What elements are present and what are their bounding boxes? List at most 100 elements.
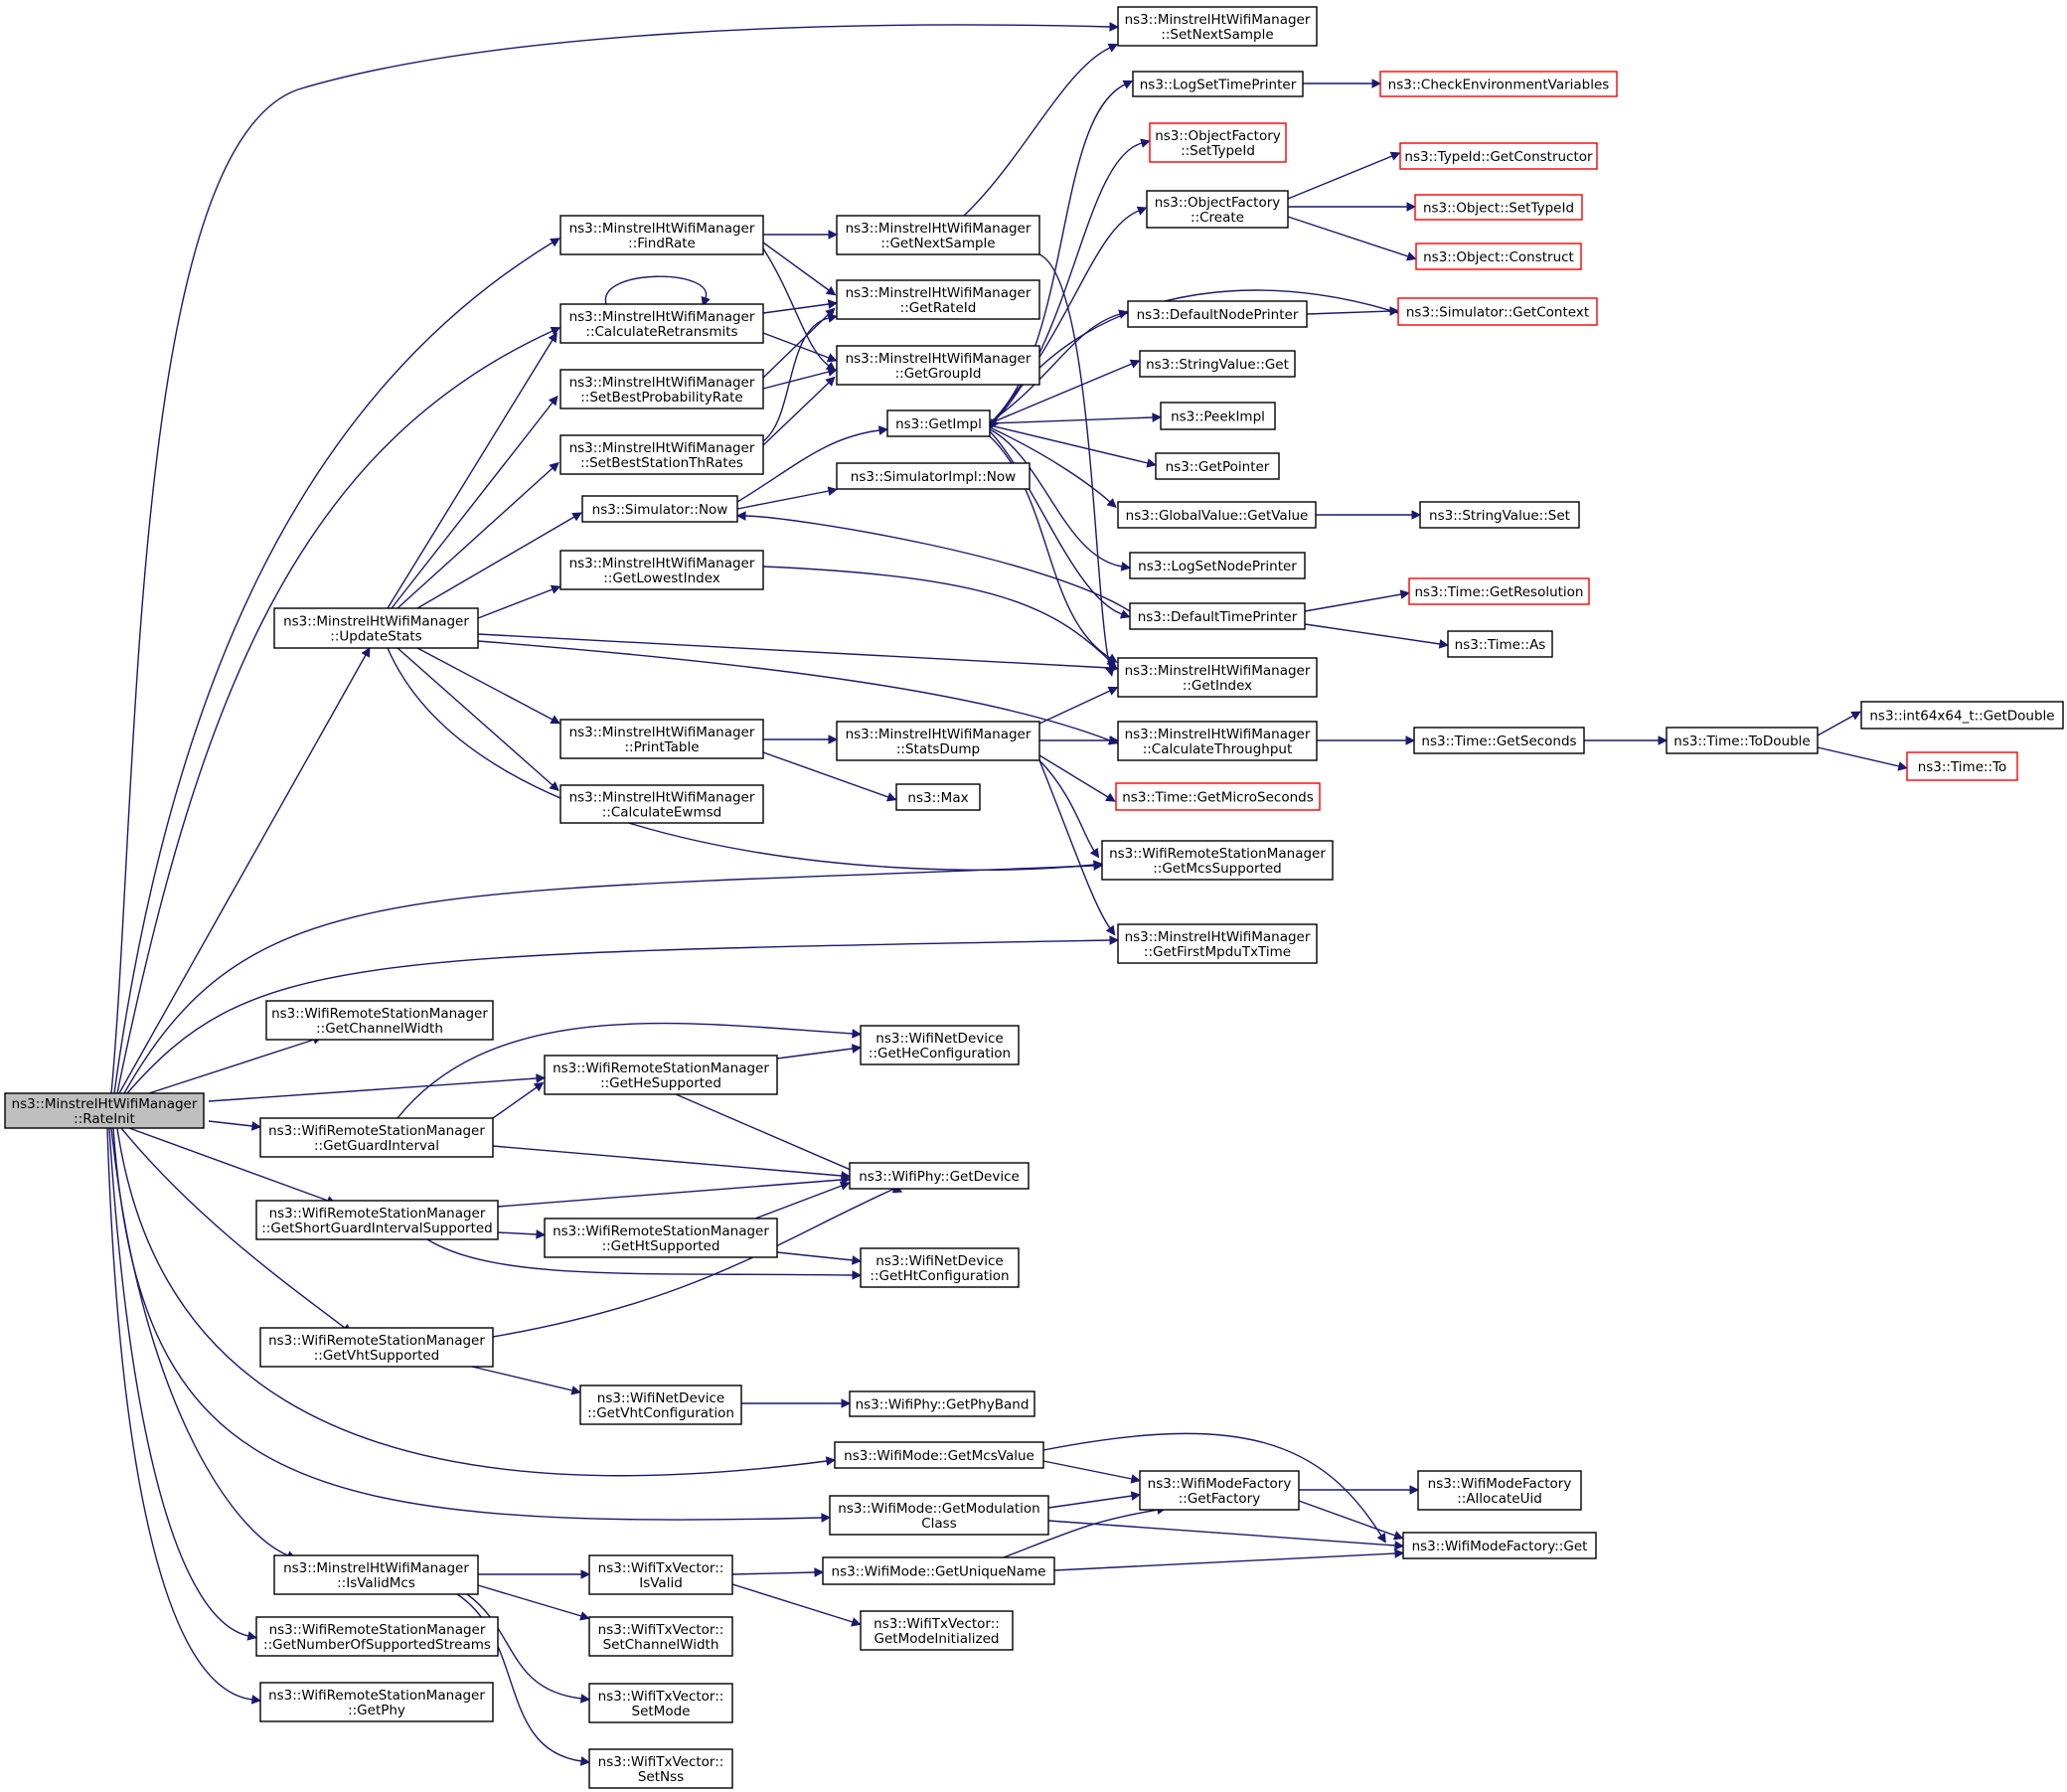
- node-printtable[interactable]: ns3::MinstrelHtWifiManager::PrintTable: [559, 719, 764, 759]
- node-obj_construct[interactable]: ns3::Object::Construct: [1415, 243, 1582, 270]
- node-setnextsample[interactable]: ns3::MinstrelHtWifiManager::SetNextSampl…: [1117, 6, 1318, 47]
- node-box[interactable]: [1139, 350, 1296, 378]
- node-txv_setnss[interactable]: ns3::WifiTxVector::SetNss: [588, 1748, 733, 1789]
- node-getfirstmpdu[interactable]: ns3::MinstrelHtWifiManager::GetFirstMpdu…: [1117, 923, 1318, 964]
- node-calcretransmits[interactable]: ns3::MinstrelHtWifiManager::CalculateRet…: [559, 303, 764, 344]
- node-box[interactable]: [1117, 923, 1318, 964]
- node-nd_gethtconfig[interactable]: ns3::WifiNetDevice::GetHtConfiguration: [860, 1247, 1020, 1288]
- node-box[interactable]: [588, 1554, 733, 1595]
- node-box[interactable]: [829, 1495, 1049, 1536]
- node-box[interactable]: [1117, 721, 1318, 761]
- node-setbeststation[interactable]: ns3::MinstrelHtWifiManager::SetBestStati…: [559, 434, 764, 475]
- node-getlowestindex[interactable]: ns3::MinstrelHtWifiManager::GetLowestInd…: [559, 550, 764, 590]
- node-box[interactable]: [860, 1610, 1014, 1651]
- node-box[interactable]: [588, 1748, 733, 1789]
- node-box[interactable]: [886, 409, 991, 437]
- node-findrate[interactable]: ns3::MinstrelHtWifiManager::FindRate: [559, 215, 764, 255]
- node-box[interactable]: [1117, 657, 1318, 698]
- node-box[interactable]: [1860, 701, 2064, 730]
- node-box[interactable]: [1117, 6, 1318, 47]
- node-time_as[interactable]: ns3::Time::As: [1447, 630, 1553, 658]
- node-box[interactable]: [259, 1327, 494, 1368]
- node-box[interactable]: [836, 345, 1040, 386]
- node-box[interactable]: [1397, 297, 1598, 326]
- node-box[interactable]: [1414, 194, 1583, 221]
- node-box[interactable]: [1129, 552, 1306, 579]
- node-gethtsupported[interactable]: ns3::WifiRemoteStationManager::GetHtSupp…: [544, 1218, 778, 1258]
- node-box[interactable]: [1149, 122, 1287, 163]
- node-box[interactable]: [849, 1162, 1030, 1190]
- node-box[interactable]: [559, 784, 764, 824]
- node-logsettimeprinter[interactable]: ns3::LogSetTimePrinter: [1132, 71, 1304, 97]
- node-getgroupid[interactable]: ns3::MinstrelHtWifiManager::GetGroupId: [836, 345, 1040, 386]
- node-isvalidmcs[interactable]: ns3::MinstrelHtWifiManager::IsValidMcs: [273, 1554, 479, 1595]
- node-setbestprob[interactable]: ns3::MinstrelHtWifiManager::SetBestProba…: [559, 369, 764, 409]
- node-box[interactable]: [1417, 1470, 1582, 1511]
- node-box[interactable]: [860, 1247, 1020, 1288]
- node-box[interactable]: [259, 1117, 494, 1158]
- node-time_todouble[interactable]: ns3::Time::ToDouble: [1666, 727, 1819, 754]
- node-getvhtsupported[interactable]: ns3::WifiRemoteStationManager::GetVhtSup…: [259, 1327, 494, 1368]
- node-nd_getheconfig[interactable]: ns3::WifiNetDevice::GetHeConfiguration: [860, 1025, 1020, 1065]
- node-mode_getuniquename[interactable]: ns3::WifiMode::GetUniqueName: [822, 1556, 1055, 1585]
- node-peekimpl[interactable]: ns3::PeekImpl: [1160, 402, 1276, 430]
- node-box[interactable]: [255, 1616, 499, 1657]
- node-box[interactable]: [588, 1683, 733, 1723]
- node-getindex[interactable]: ns3::MinstrelHtWifiManager::GetIndex: [1117, 657, 1318, 698]
- node-txv_setchannelwidth[interactable]: ns3::WifiTxVector::SetChannelWidth: [588, 1616, 733, 1657]
- node-box[interactable]: [1447, 630, 1553, 658]
- node-box[interactable]: [1127, 300, 1308, 328]
- node-logsetnodeprinter[interactable]: ns3::LogSetNodePrinter: [1129, 552, 1306, 579]
- node-box[interactable]: [1413, 727, 1585, 754]
- node-gv_getvalue[interactable]: ns3::GlobalValue::GetValue: [1117, 501, 1317, 529]
- node-getheSupported[interactable]: ns3::WifiRemoteStationManager::GetHeSupp…: [544, 1055, 778, 1095]
- node-box[interactable]: [544, 1055, 778, 1095]
- node-box[interactable]: [1408, 577, 1590, 605]
- node-box[interactable]: [1101, 840, 1334, 881]
- node-getchannelwidth[interactable]: ns3::WifiRemoteStationManager::GetChanne…: [265, 1000, 494, 1041]
- node-box[interactable]: [544, 1218, 778, 1258]
- node-box[interactable]: [1415, 243, 1582, 270]
- node-sim_getcontext[interactable]: ns3::Simulator::GetContext: [1397, 297, 1598, 326]
- node-calcthroughput[interactable]: ns3::MinstrelHtWifiManager::CalculateThr…: [1117, 721, 1318, 761]
- node-box[interactable]: [860, 1025, 1020, 1065]
- node-max[interactable]: ns3::Max: [895, 783, 981, 811]
- node-box[interactable]: [1379, 71, 1618, 97]
- node-box[interactable]: [4, 1092, 205, 1129]
- node-getguardinterval[interactable]: ns3::WifiRemoteStationManager::GetGuardI…: [259, 1117, 494, 1158]
- node-box[interactable]: [1906, 751, 2018, 781]
- node-calcewmsd[interactable]: ns3::MinstrelHtWifiManager::CalculateEwm…: [559, 784, 764, 824]
- node-getpointer[interactable]: ns3::GetPointer: [1155, 452, 1280, 480]
- node-box[interactable]: [559, 215, 764, 255]
- node-box[interactable]: [559, 550, 764, 590]
- node-txv_isvalid[interactable]: ns3::WifiTxVector::IsValid: [588, 1554, 733, 1595]
- node-txv_setmode[interactable]: ns3::WifiTxVector::SetMode: [588, 1683, 733, 1723]
- node-box[interactable]: [559, 434, 764, 475]
- node-box[interactable]: [1132, 71, 1304, 97]
- node-updatestats[interactable]: ns3::MinstrelHtWifiManager::UpdateStats: [273, 607, 479, 649]
- node-obj_settypeid[interactable]: ns3::Object::SetTypeId: [1414, 194, 1583, 221]
- node-box[interactable]: [1160, 402, 1276, 430]
- node-box[interactable]: [581, 495, 738, 523]
- node-mf_getfactory[interactable]: ns3::WifiModeFactory::GetFactory: [1139, 1470, 1300, 1511]
- node-box[interactable]: [895, 783, 981, 811]
- node-of_settypeid[interactable]: ns3::ObjectFactory::SetTypeId: [1149, 122, 1287, 163]
- node-box[interactable]: [836, 279, 1040, 320]
- node-box[interactable]: [1139, 1470, 1300, 1511]
- node-nd_getvhtconfig[interactable]: ns3::WifiNetDevice::GetVhtConfiguration: [579, 1385, 742, 1425]
- node-box[interactable]: [559, 303, 764, 344]
- node-int64_getdouble[interactable]: ns3::int64x64_t::GetDouble: [1860, 701, 2064, 730]
- node-defaultnodeprinter[interactable]: ns3::DefaultNodePrinter: [1127, 300, 1308, 328]
- node-box[interactable]: [559, 369, 764, 409]
- node-statsdump[interactable]: ns3::MinstrelHtWifiManager::StatsDump: [836, 721, 1040, 761]
- node-mf_allocateuid[interactable]: ns3::WifiModeFactory::AllocateUid: [1417, 1470, 1582, 1511]
- node-getrateid[interactable]: ns3::MinstrelHtWifiManager::GetRateId: [836, 279, 1040, 320]
- node-box[interactable]: [836, 721, 1040, 761]
- node-mode_getmcsvalue[interactable]: ns3::WifiMode::GetMcsValue: [834, 1441, 1044, 1469]
- node-stringvalue_set[interactable]: ns3::StringValue::Set: [1419, 501, 1580, 529]
- node-box[interactable]: [1402, 1532, 1597, 1559]
- node-box[interactable]: [1666, 727, 1819, 754]
- node-box[interactable]: [1399, 142, 1598, 170]
- node-time_getseconds[interactable]: ns3::Time::GetSeconds: [1413, 727, 1585, 754]
